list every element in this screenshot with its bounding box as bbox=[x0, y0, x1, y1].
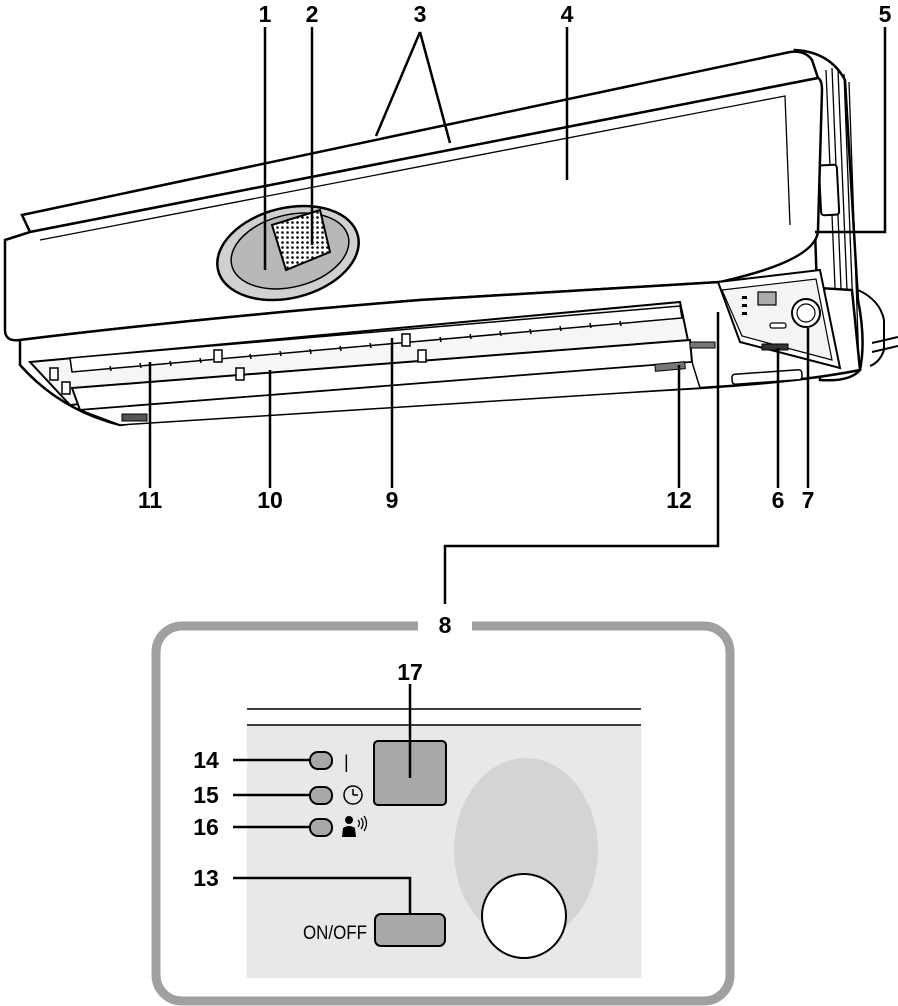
louvre-ticks bbox=[109, 320, 622, 372]
callout-5: 5 bbox=[879, 1, 892, 27]
bottom-grille bbox=[731, 369, 803, 385]
side-clip bbox=[817, 163, 841, 217]
callout-12: 12 bbox=[666, 487, 692, 513]
callout-13: 13 bbox=[193, 865, 219, 891]
callout-11: 11 bbox=[138, 487, 163, 513]
callout-2: 2 bbox=[306, 1, 319, 27]
power-indicator-lamp bbox=[309, 751, 333, 770]
callout-9: 9 bbox=[386, 487, 399, 513]
power-symbol: | bbox=[344, 752, 349, 772]
piping bbox=[857, 289, 885, 367]
unit-top-surface bbox=[20, 50, 820, 234]
timer-indicator-lamp bbox=[309, 786, 333, 805]
callout-14: 14 bbox=[193, 747, 219, 773]
callout-1: 1 bbox=[259, 1, 272, 27]
callout-10: 10 bbox=[257, 487, 283, 513]
leader-lines bbox=[148, 27, 887, 604]
callout-labels: 1 2 3 4 5 11 10 9 12 6 7 bbox=[138, 1, 892, 513]
callout-17: 17 bbox=[397, 659, 423, 685]
sensor-indicator-lamp bbox=[309, 818, 333, 837]
filter-mesh bbox=[270, 208, 332, 272]
receiver-window bbox=[481, 873, 567, 959]
callout-15: 15 bbox=[193, 782, 219, 808]
callout-8: 8 bbox=[439, 612, 452, 638]
onoff-button[interactable] bbox=[374, 913, 446, 947]
callout-3: 3 bbox=[414, 1, 427, 27]
person-signal-icon bbox=[342, 815, 368, 837]
callout-6: 6 bbox=[772, 487, 785, 513]
callout-7: 7 bbox=[802, 487, 815, 513]
clock-icon bbox=[343, 785, 363, 805]
onoff-label: ON/OFF bbox=[303, 923, 367, 944]
callout-16: 16 bbox=[193, 814, 219, 840]
louvre-clips bbox=[49, 333, 427, 395]
callout-4: 4 bbox=[561, 1, 574, 27]
flap-slot bbox=[654, 361, 686, 372]
temperature-sensor bbox=[761, 343, 789, 351]
indoor-unit bbox=[3, 48, 898, 427]
vertical-louvres bbox=[69, 305, 683, 373]
control-panel-detail: 8 | ON/OFF bbox=[151, 612, 735, 1006]
